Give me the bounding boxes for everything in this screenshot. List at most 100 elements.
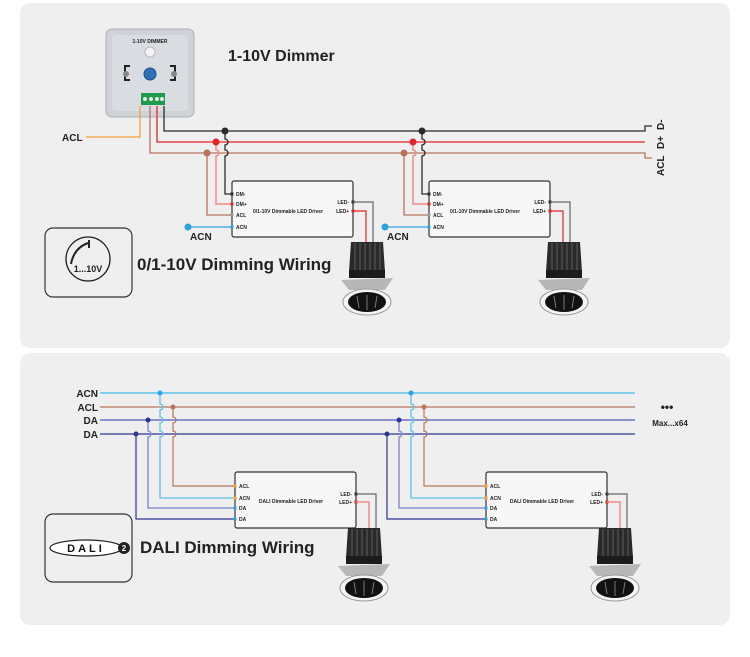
junction-d-plus: [212, 138, 220, 146]
driver-box: [485, 471, 608, 529]
terminal-marker: [484, 517, 488, 521]
driver-box: [428, 180, 551, 238]
wire-da-2: [386, 434, 486, 520]
junction-acl: [421, 404, 427, 410]
acn-label: ACN: [190, 232, 212, 243]
section-title-0-10v: 0/1-10V Dimming Wiring: [137, 255, 331, 274]
dimmer-knob: [143, 67, 157, 81]
driver-name: 0/1-10V Dimmable LED Driver: [450, 209, 520, 215]
acn-terminal: [184, 223, 192, 231]
terminal-marker: [233, 496, 237, 500]
svg-text:1...10V: 1...10V: [74, 264, 103, 274]
terminal-marker: [233, 517, 237, 521]
terminal-label: DM-: [236, 192, 246, 198]
terminal-marker: [427, 225, 431, 229]
wire-dm-plus: [412, 142, 429, 205]
wire-acn: [159, 393, 235, 499]
driver-name: DALI Dimmable LED Driver: [510, 499, 574, 505]
junction-da-1: [396, 417, 402, 423]
wire-dm-minus: [224, 131, 232, 195]
wire-led-minus: [356, 493, 377, 533]
dimmer-image: 1-10V DIMMER: [105, 28, 195, 118]
terminal-label: DA: [239, 506, 247, 512]
wire-led-plus: [353, 210, 367, 248]
bus-label-d-plus: D+: [656, 136, 667, 149]
wire-da-2: [135, 434, 235, 520]
wire-led-plus: [550, 210, 564, 248]
terminal-label: ACN: [490, 496, 501, 502]
driver-name: DALI Dimmable LED Driver: [259, 499, 323, 505]
dimmer-title: 1-10V Dimmer: [228, 48, 335, 65]
terminal-marker: [484, 506, 488, 510]
terminal-marker: [484, 484, 488, 488]
svg-text:DALI: DALI: [67, 543, 105, 555]
junction-acl: [170, 404, 176, 410]
svg-text:2: 2: [122, 544, 127, 553]
terminal-label: LED+: [336, 209, 349, 215]
junction-d-minus: [221, 127, 229, 135]
terminal-label: ACN: [239, 496, 250, 502]
junction-acn: [408, 390, 414, 396]
terminal-label: LED-: [591, 492, 603, 498]
terminal-label: ACN: [433, 225, 444, 231]
wire-dm-plus: [215, 142, 232, 205]
terminal-marker: [230, 202, 234, 206]
dali-logo-icon: 2 DALI: [44, 513, 133, 583]
bus-label-d-minus: D-: [656, 119, 667, 130]
driver-group-0-10v-2: ACN DM- DM+ ACL ACN 0/1-10V Dimmable LED Driv…: [381, 127, 591, 316]
terminal-label: LED-: [340, 492, 352, 498]
wire-acl: [206, 153, 232, 216]
terminal-label: LED+: [339, 500, 352, 506]
acl-input-label: ACL: [62, 133, 83, 144]
junction-acn: [157, 390, 163, 396]
junction-d-plus: [409, 138, 417, 146]
wire-led-minus: [550, 201, 571, 248]
terminal-label: DM-: [433, 192, 443, 198]
junction-acl: [400, 149, 408, 157]
bus-label-acl: ACL: [77, 403, 98, 414]
terminal-marker: [230, 192, 234, 196]
more-indicator: •••: [661, 400, 674, 414]
terminal-marker: [484, 496, 488, 500]
junction-da-2: [133, 431, 139, 437]
terminal-marker: [233, 484, 237, 488]
acn-label: ACN: [387, 232, 409, 243]
terminal-label: DA: [239, 517, 247, 523]
terminal-label: DM+: [433, 202, 444, 208]
terminal-marker: [233, 506, 237, 510]
wire-acl: [403, 153, 429, 216]
max-devices-label: Max...x64: [652, 419, 688, 428]
wire-acl: [172, 407, 235, 487]
terminal-marker: [230, 225, 234, 229]
terminal-label: ACL: [236, 213, 246, 219]
terminal-marker: [427, 213, 431, 217]
bus-label-da-2: DA: [84, 430, 98, 441]
svg-text:1-10V DIMMER: 1-10V DIMMER: [132, 39, 167, 45]
terminal-label: DA: [490, 506, 498, 512]
junction-da-1: [145, 417, 151, 423]
terminal-label: ACL: [490, 484, 500, 490]
terminal-label: LED+: [533, 209, 546, 215]
junction-d-minus: [418, 127, 426, 135]
terminal-label: ACL: [433, 213, 443, 219]
dimming-0-10v-icon: 1...10V: [44, 227, 133, 298]
junction-acl: [203, 149, 211, 157]
acn-terminal: [381, 223, 389, 231]
wire-da-1: [398, 420, 486, 509]
wire-led-minus: [353, 201, 374, 248]
wire-da-1: [147, 420, 235, 509]
bus-label-da-1: DA: [84, 416, 98, 427]
wire-led-plus: [356, 501, 370, 533]
driver-name: 0/1-10V Dimmable LED Driver: [253, 209, 323, 215]
terminal-label: LED+: [590, 500, 603, 506]
terminal-marker: [230, 213, 234, 217]
terminal-label: LED-: [337, 200, 349, 206]
terminal-label: LED-: [534, 200, 546, 206]
wire-acn: [410, 393, 486, 499]
terminal-label: DM+: [236, 202, 247, 208]
wire-acl: [423, 407, 486, 487]
driver-box: [234, 471, 357, 529]
